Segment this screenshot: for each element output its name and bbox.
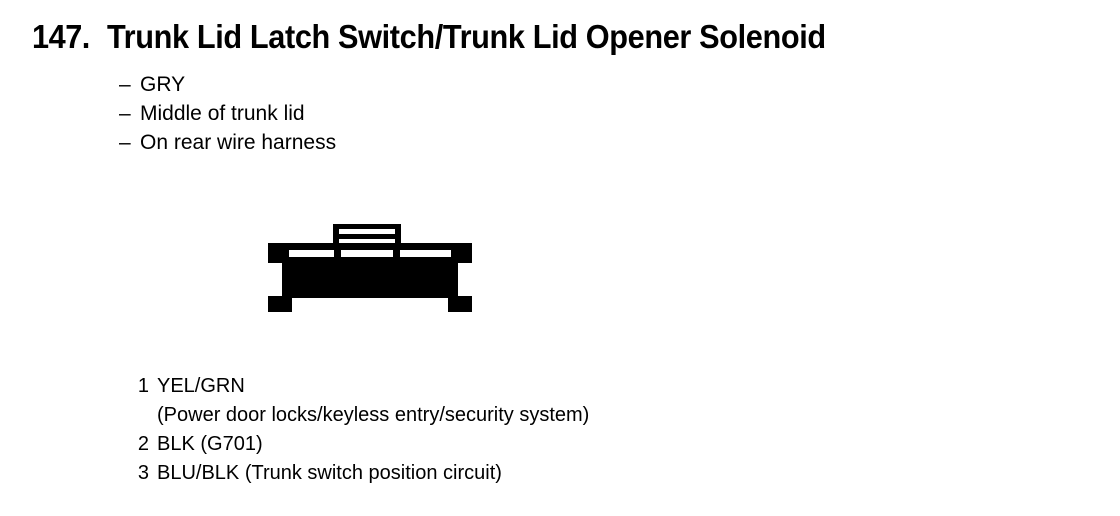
dash-icon: –: [119, 102, 131, 125]
list-item: – Middle of trunk lid: [119, 99, 336, 128]
pin-number: 3: [137, 462, 149, 484]
pin-legend: 1 YEL/GRN (Power door locks/keyless entr…: [128, 372, 589, 488]
list-item: – GRY: [119, 70, 336, 99]
legend-row: 2 BLK (G701): [128, 430, 589, 459]
connector-diagram: 1 2 3: [262, 218, 478, 318]
legend-row: 1 YEL/GRN: [128, 372, 589, 401]
list-item: – On rear wire harness: [119, 128, 336, 157]
dash-icon: –: [119, 131, 131, 154]
cavity-number-1: 1: [306, 261, 315, 280]
pin-number: 1: [137, 375, 149, 397]
note-label: On rear wire harness: [140, 131, 337, 154]
pin-label: YEL/GRN: [157, 375, 245, 397]
pin-number: 2: [137, 433, 149, 455]
pin-label: BLK (G701): [157, 433, 263, 455]
cavity-number-3: 3: [420, 261, 429, 280]
notes-list: – GRY – Middle of trunk lid – On rear wi…: [119, 70, 336, 157]
title-text: Trunk Lid Latch Switch/Trunk Lid Opener …: [107, 18, 827, 55]
legend-row: 3 BLU/BLK (Trunk switch position circuit…: [128, 459, 589, 488]
connector-body-outline: [268, 243, 472, 312]
pin-label: BLU/BLK (Trunk switch position circuit): [157, 462, 502, 484]
note-label: Middle of trunk lid: [140, 102, 305, 125]
dash-icon: –: [119, 73, 131, 96]
item-number: 147.: [32, 18, 90, 55]
note-label: GRY: [140, 73, 186, 96]
cavity-number-2: 2: [362, 261, 371, 280]
pin-sublabel: (Power door locks/keyless entry/security…: [157, 404, 590, 426]
page-title: 147. Trunk Lid Latch Switch/Trunk Lid Op…: [32, 18, 880, 56]
